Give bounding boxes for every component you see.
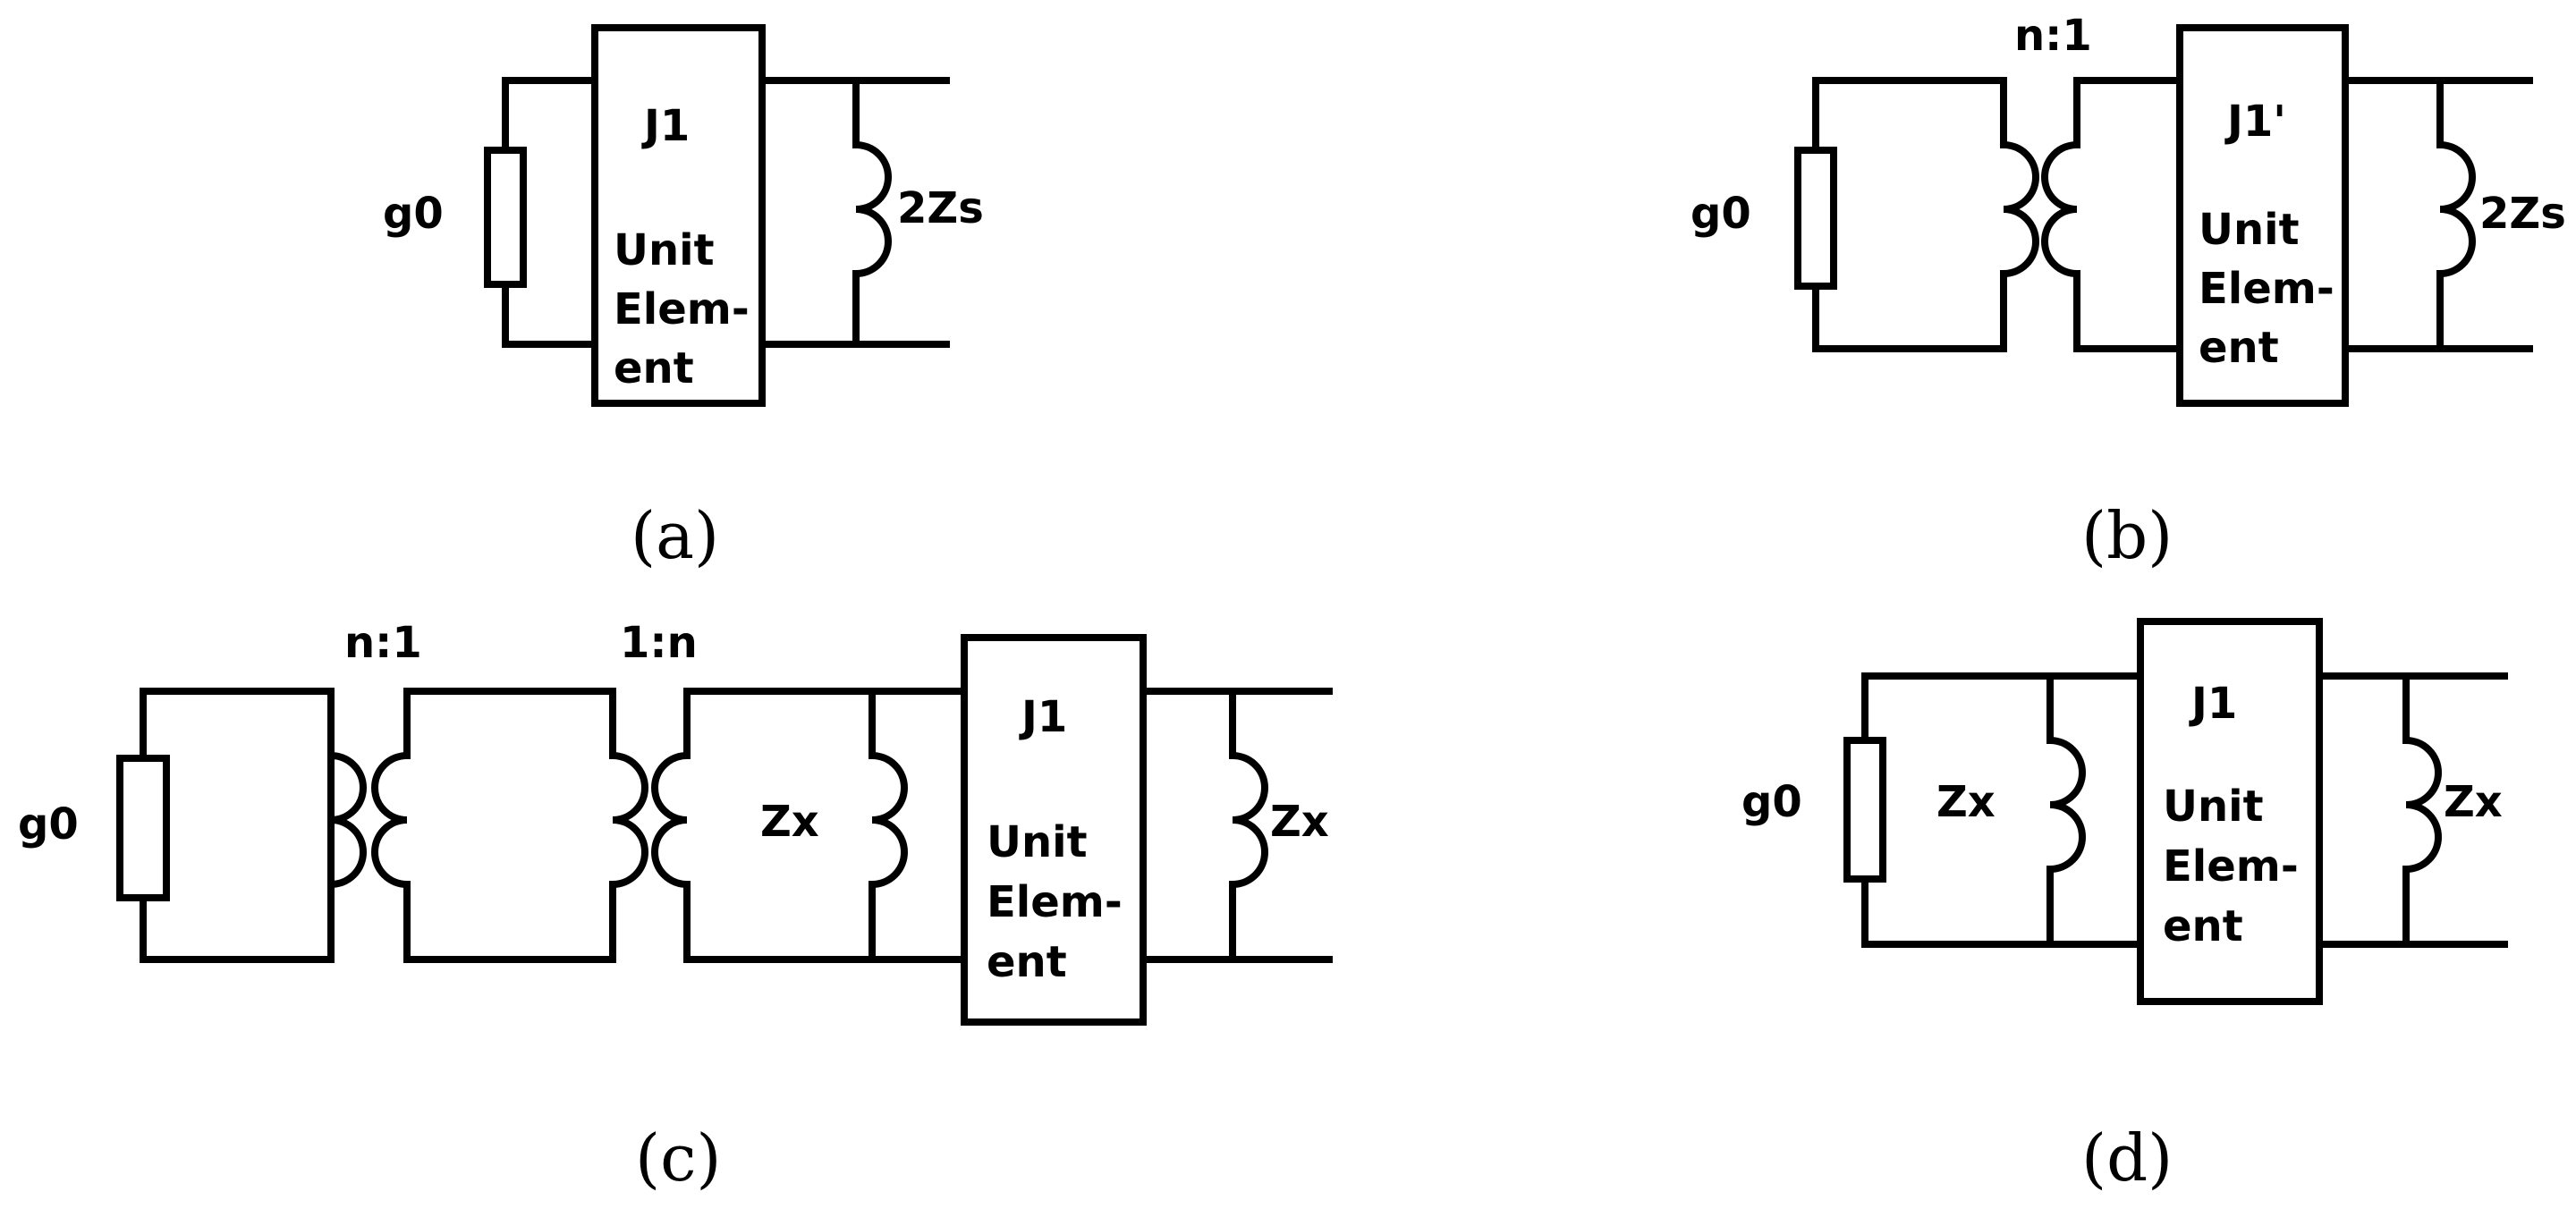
panel-d-output-inductor	[2402, 736, 2442, 874]
panel-b-ue-name: J1'	[2224, 97, 2286, 147]
panel-c-transformer2-primary	[608, 751, 648, 889]
panel-c-wiring	[140, 688, 1333, 963]
panel-b-unit-element	[2176, 24, 2349, 407]
panel-c-ue-line1: Unit	[987, 817, 1088, 867]
panel-c-ue-line3: ent	[987, 937, 1067, 987]
panel-c-ratio1-label: n:1	[344, 618, 422, 668]
panel-d-caption: (d)	[2081, 1120, 2173, 1196]
panel-b-z-label: 2Zs	[2479, 189, 2566, 239]
panel-c-transformer1-secondary	[371, 751, 411, 889]
panel-d-g0-label: g0	[1741, 777, 1802, 827]
panel-c-zx-shunt-label: Zx	[760, 797, 819, 847]
panel-b-ue-line3: ent	[2199, 323, 2279, 373]
panel-b-inductor	[2436, 140, 2476, 278]
panel-c: g0 n:1 1:n Zx J1 Unit Elem- ent Zx (c)	[18, 618, 1333, 1196]
panel-d-shunt-inductor	[2046, 736, 2086, 874]
panel-c-ue-line2: Elem-	[987, 877, 1123, 927]
panel-c-unit-element	[961, 634, 1147, 1026]
panel-a-wiring	[502, 77, 950, 348]
panel-c-output-inductor	[1228, 751, 1268, 889]
panel-d-wiring	[1861, 672, 2508, 948]
panel-a-resistor	[484, 147, 527, 288]
panel-b-transformer-secondary	[2041, 140, 2081, 278]
panel-b-resistor	[1794, 147, 1837, 290]
panel-c-caption: (c)	[635, 1120, 722, 1196]
panel-d-ue-line1: Unit	[2163, 782, 2264, 832]
panel-c-zx-output-label: Zx	[1270, 797, 1329, 847]
panel-c-transformer1-primary	[326, 751, 367, 889]
panel-d-unit-element	[2137, 618, 2323, 1005]
panel-c-transformer2-secondary	[651, 751, 691, 889]
panel-d-zx-shunt-label: Zx	[1936, 777, 1996, 827]
panel-a-z-label: 2Zs	[897, 183, 984, 233]
panel-b-wiring	[1812, 77, 2533, 352]
panel-c-ratio2-label: 1:n	[620, 618, 698, 668]
panel-a-ue-name: J1	[641, 101, 690, 151]
panel-a-ue-line2: Elem-	[614, 284, 750, 334]
panel-d-ue-name: J1	[2189, 679, 2237, 729]
panel-d-zx-output-label: Zx	[2444, 777, 2503, 827]
panel-b-ue-line1: Unit	[2199, 205, 2300, 255]
panel-a: g0 J1 Unit Elem- ent 2Zs (a)	[383, 24, 984, 573]
panel-c-shunt-inductor	[868, 751, 908, 889]
panel-b-caption: (b)	[2081, 498, 2173, 573]
panel-a-inductor	[852, 140, 892, 278]
panel-b-transformer-primary	[1999, 140, 2039, 278]
panel-d-ue-line3: ent	[2163, 901, 2243, 951]
panel-c-resistor	[116, 755, 170, 901]
panel-c-g0-label: g0	[18, 799, 79, 849]
panel-b: g0 n:1 J1' Unit Elem- ent 2Zs (b)	[1690, 11, 2566, 573]
panel-b-g0-label: g0	[1690, 189, 1751, 239]
panel-a-unit-element	[591, 24, 766, 407]
panel-a-caption: (a)	[631, 498, 719, 573]
panel-b-ue-line2: Elem-	[2199, 264, 2334, 314]
panel-b-ratio-label: n:1	[2014, 11, 2092, 61]
panel-a-ue-line1: Unit	[614, 225, 715, 275]
panel-d: g0 Zx J1 Unit Elem- ent Zx (d)	[1741, 618, 2508, 1196]
panel-d-resistor	[1843, 737, 1886, 883]
panel-a-g0-label: g0	[383, 189, 444, 239]
panel-c-ue-name: J1	[1019, 692, 1067, 742]
panel-a-ue-line3: ent	[614, 343, 694, 393]
panel-d-ue-line2: Elem-	[2163, 841, 2299, 892]
